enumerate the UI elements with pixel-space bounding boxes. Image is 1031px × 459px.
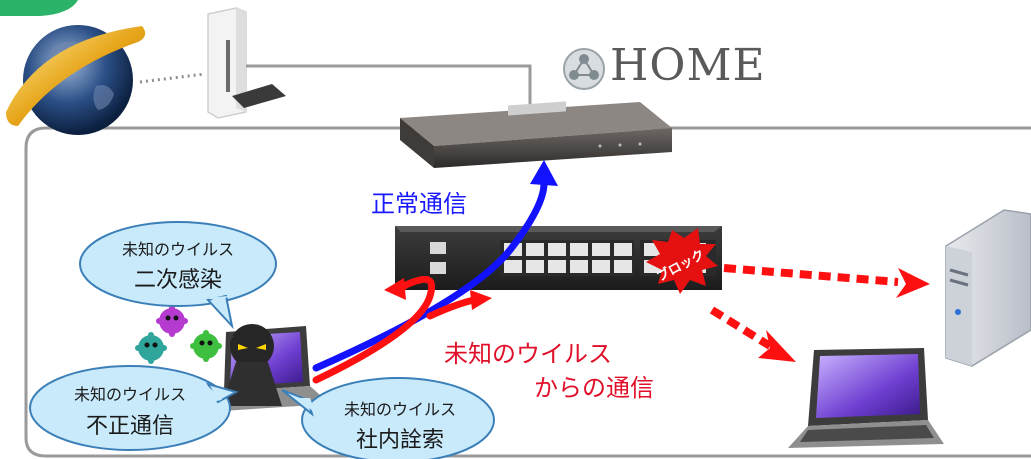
blocked-to-server-line — [723, 264, 899, 286]
modem-icon — [207, 7, 286, 119]
switch-port — [570, 243, 588, 256]
switch-port — [570, 260, 588, 273]
virus-traffic-arrow — [312, 275, 436, 384]
switch-port — [548, 243, 566, 256]
bubble-2-small-text: 未知のウイルス — [73, 385, 186, 404]
switch-port — [614, 260, 632, 273]
home-router-device — [400, 101, 672, 168]
bubble-internal-probing — [281, 377, 495, 459]
switch-port — [592, 260, 610, 273]
switch-port — [548, 260, 566, 273]
bubble-2-big-text: 不正通信 — [85, 414, 174, 439]
office-frame — [24, 126, 1031, 458]
virus-green-icon — [190, 330, 222, 362]
normal-traffic-label: 正常通信 — [371, 190, 467, 218]
switch-port — [526, 260, 544, 273]
virus-traffic-label-line2: からの通信 — [534, 374, 654, 402]
virus-loop-arrowhead — [384, 278, 406, 300]
home-logo-text: HOME — [610, 40, 766, 91]
switch-port — [526, 243, 544, 256]
block-burst-icon — [646, 228, 718, 294]
blocked-to-laptop-arrowhead — [758, 330, 796, 362]
server-icon — [945, 209, 1031, 367]
virus-purple-icon — [156, 305, 188, 337]
wan-link-line — [246, 64, 532, 118]
virus-forward-arrowhead — [470, 290, 492, 310]
bubble-illegal-communication — [29, 365, 239, 451]
blocked-to-server-arrowhead — [896, 268, 930, 298]
bubble-1-small-text: 未知のウイルス — [121, 240, 234, 259]
bubble-1-big-text: 二次感染 — [133, 268, 222, 293]
hacker-icon — [222, 324, 282, 406]
switch-port — [614, 243, 632, 256]
internet-globe-icon — [6, 25, 146, 135]
bubble-3-big-text: 社内詮索 — [355, 428, 444, 453]
bubble-secondary-infection — [79, 221, 277, 330]
internet-link-line — [139, 72, 206, 84]
switch-port — [504, 260, 522, 273]
switch-port — [592, 243, 610, 256]
normal-traffic-arrowhead — [530, 160, 558, 186]
virus-traffic-label-line1: 未知のウイルス — [444, 340, 612, 368]
normal-traffic-arrow — [312, 178, 548, 372]
corner-tab — [0, 0, 78, 16]
home-logo-icon — [563, 48, 605, 90]
virus-teal-icon — [135, 332, 167, 364]
virus-forward-arrow — [426, 296, 478, 320]
blocked-to-laptop-line — [709, 306, 773, 350]
laptop-right-icon — [788, 348, 944, 448]
bubble-3-small-text: 未知のウイルス — [343, 400, 456, 419]
